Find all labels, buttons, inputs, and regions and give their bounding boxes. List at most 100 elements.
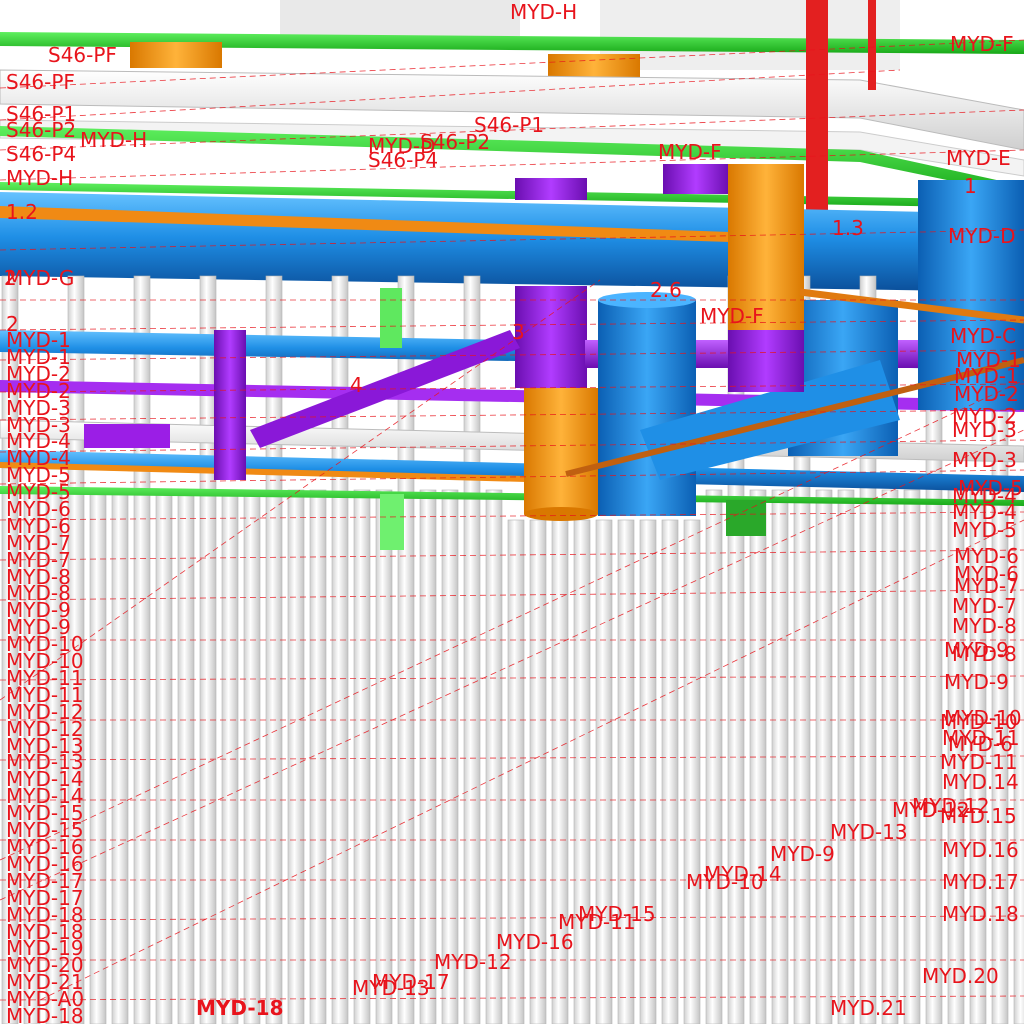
grid-label[interactable]: MYD-6 bbox=[6, 514, 71, 538]
grid-label[interactable]: S46-PF bbox=[6, 70, 75, 94]
grid-label[interactable]: MYD-10 bbox=[6, 649, 84, 673]
grid-label[interactable]: MYD-10 bbox=[686, 870, 764, 894]
green-riser[interactable] bbox=[380, 288, 402, 348]
grid-label[interactable]: MYD-2 bbox=[952, 404, 1017, 428]
cable-tray-low[interactable] bbox=[0, 486, 1024, 506]
grid-label[interactable]: S46-P4 bbox=[368, 148, 439, 172]
grid-label[interactable]: MYD-1 bbox=[6, 345, 71, 369]
grid-label[interactable]: MYD.17 bbox=[942, 870, 1019, 894]
grid-label[interactable]: MYD.15 bbox=[940, 804, 1017, 828]
purple-duct-left[interactable] bbox=[84, 424, 170, 448]
grid-label[interactable]: MYD-6 bbox=[954, 544, 1019, 568]
grid-label[interactable]: MYD-16 bbox=[496, 930, 574, 954]
grid-label[interactable]: MYD-8 bbox=[6, 565, 71, 589]
grid-label[interactable]: MYD-D bbox=[368, 134, 436, 158]
grid-label[interactable]: MYD-H bbox=[510, 0, 578, 24]
red-pipe-1[interactable] bbox=[806, 0, 828, 210]
purple-riser-left[interactable] bbox=[214, 330, 246, 480]
grid-label[interactable]: MYD-1 bbox=[956, 348, 1021, 372]
red-pipe-2[interactable] bbox=[868, 0, 876, 90]
grid-label[interactable]: MYD-16 bbox=[6, 852, 84, 876]
grid-label[interactable]: MYD-6 bbox=[954, 562, 1019, 586]
grid-label[interactable]: MYD-5 bbox=[958, 476, 1023, 500]
orange-pipe-right[interactable] bbox=[799, 288, 1024, 324]
grid-label[interactable]: MYD-3 bbox=[6, 396, 71, 420]
grid-label[interactable]: MYD.16 bbox=[942, 838, 1019, 862]
grid-label[interactable]: MYD-11 bbox=[558, 910, 636, 934]
grid-label[interactable]: MYD-H bbox=[80, 128, 148, 152]
grid-label[interactable]: MYD-H bbox=[6, 166, 74, 190]
orange-pipe-main[interactable] bbox=[0, 206, 730, 242]
grid-label[interactable]: MYD-13 bbox=[352, 976, 430, 1000]
grid-label[interactable]: MYD-17 bbox=[372, 970, 450, 994]
grid-label[interactable]: MYD-5 bbox=[6, 463, 71, 487]
grid-label[interactable]: MYD-F bbox=[700, 304, 764, 328]
grid-label[interactable]: MYD-10 bbox=[944, 706, 1022, 730]
grid-label[interactable]: MYD-F bbox=[950, 32, 1014, 56]
grid-label[interactable]: MYD.14 bbox=[942, 770, 1019, 794]
orange-duct-top-1[interactable] bbox=[130, 42, 222, 68]
purple-riser-1[interactable] bbox=[515, 286, 587, 388]
grid-label[interactable]: MYD.21 bbox=[830, 996, 907, 1020]
blue-diagonal[interactable] bbox=[640, 360, 900, 480]
grid-label[interactable]: MYD.18 bbox=[942, 902, 1019, 926]
grid-label[interactable]: MYD-4 bbox=[952, 500, 1017, 524]
grid-label[interactable]: MYD-8 bbox=[952, 642, 1017, 666]
grid-label[interactable]: MYD-7 bbox=[954, 574, 1019, 598]
grid-label[interactable]: MYD-15 bbox=[6, 818, 84, 842]
grid-label[interactable]: MYD-9 bbox=[6, 598, 71, 622]
grid-label[interactable]: MYD-1 bbox=[6, 328, 71, 352]
grid-label[interactable]: MYD-12 bbox=[892, 798, 970, 822]
grid-label[interactable]: 1 bbox=[964, 174, 977, 198]
grid-label[interactable]: MYD-15 bbox=[578, 902, 656, 926]
grid-label[interactable]: MYD-7 bbox=[6, 531, 71, 555]
grid-label[interactable]: 4 bbox=[350, 373, 363, 397]
grid-label[interactable]: MYD-14 bbox=[6, 767, 84, 791]
grid-label[interactable]: MYD-14 bbox=[704, 862, 782, 886]
grid-label[interactable]: MYD-11 bbox=[942, 726, 1020, 750]
grid-label[interactable]: MYD-3 bbox=[952, 418, 1017, 442]
grid-label[interactable]: MYD-6 bbox=[948, 732, 1013, 756]
grid-label[interactable]: S46-P4 bbox=[6, 142, 77, 166]
grid-label[interactable]: MYD-18 bbox=[6, 1004, 84, 1024]
grid-label[interactable]: MYD-3 bbox=[6, 413, 71, 437]
grid-label[interactable]: MYD-21 bbox=[6, 970, 84, 994]
grid-label[interactable]: MYD-6 bbox=[6, 497, 71, 521]
grid-label[interactable]: MYD-12 bbox=[6, 717, 84, 741]
grid-label[interactable]: MYD-G bbox=[6, 266, 75, 290]
grid-label[interactable]: S46-PF bbox=[48, 43, 117, 67]
grid-label[interactable]: MYD-8 bbox=[952, 614, 1017, 638]
grid-label[interactable]: MYD-10 bbox=[940, 710, 1018, 734]
grid-label[interactable]: MYD-4 bbox=[6, 446, 71, 470]
grid-label[interactable]: MYD-2 bbox=[6, 362, 71, 386]
grid-label[interactable]: MYD-A0 bbox=[6, 987, 85, 1011]
grid-label[interactable]: MYD-9 bbox=[944, 638, 1009, 662]
grid-label[interactable]: MYD-9 bbox=[944, 670, 1009, 694]
grid-label[interactable]: MYD-12 bbox=[6, 700, 84, 724]
blue-pipe-3[interactable] bbox=[0, 450, 1024, 492]
grid-label[interactable]: 2 bbox=[6, 312, 19, 336]
grid-label[interactable]: MYD-12 bbox=[434, 950, 512, 974]
orange-diagonal-pipe[interactable] bbox=[565, 357, 1024, 477]
orange-pipe-low[interactable] bbox=[0, 462, 600, 484]
grid-label[interactable]: MYD-20 bbox=[6, 953, 84, 977]
grid-label[interactable]: MYD-15 bbox=[6, 801, 84, 825]
grid-label[interactable]: MYD-12 bbox=[912, 794, 990, 818]
grid-label[interactable]: MYD-5 bbox=[952, 518, 1017, 542]
purple-riser-cap-2[interactable] bbox=[663, 164, 729, 194]
grid-label[interactable]: MYD-3 bbox=[952, 448, 1017, 472]
grid-label[interactable]: MYD-11 bbox=[6, 666, 84, 690]
grid-label[interactable]: MYD-13 bbox=[830, 820, 908, 844]
grid-label[interactable]: MYD-19 bbox=[6, 936, 84, 960]
cable-tray-mid[interactable] bbox=[0, 126, 1024, 196]
grid-label[interactable]: MYD-16 bbox=[6, 835, 84, 859]
grid-label[interactable]: MYD-13 bbox=[6, 734, 84, 758]
grid-label[interactable]: MYD-7 bbox=[952, 594, 1017, 618]
grid-label[interactable]: 1.2 bbox=[6, 200, 38, 224]
grid-label[interactable]: MYD-18 bbox=[6, 903, 84, 927]
grid-label[interactable]: S46-P2 bbox=[6, 118, 77, 142]
grid-label[interactable]: MYD-17 bbox=[6, 886, 84, 910]
grid-label[interactable]: MYD.20 bbox=[922, 964, 999, 988]
